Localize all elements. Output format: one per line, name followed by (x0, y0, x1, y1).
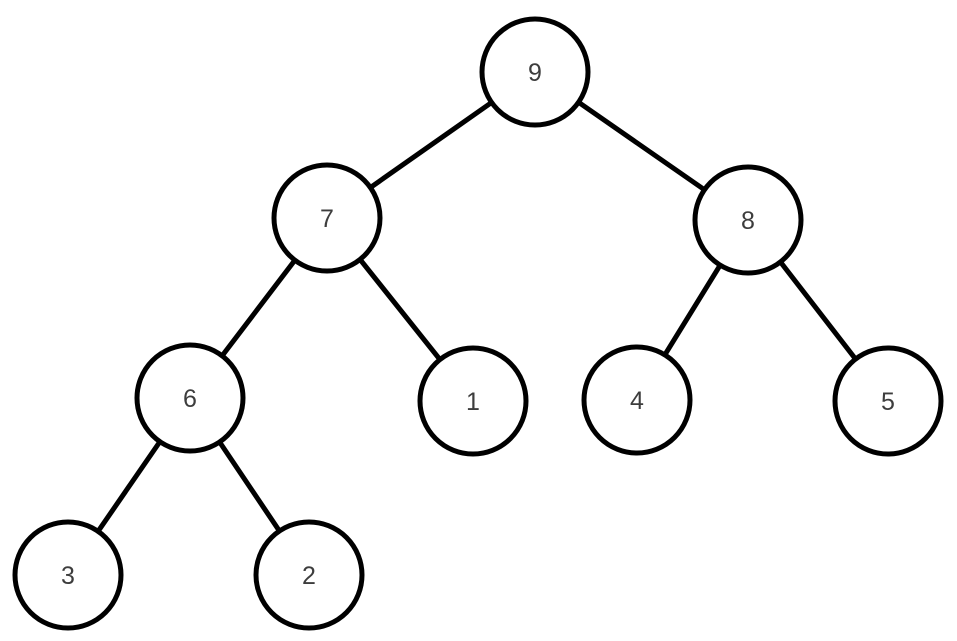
tree-node-circle-4 (581, 344, 693, 456)
tree-node-5: 5 (832, 345, 944, 457)
tree-node-label-5: 5 (881, 388, 895, 416)
tree-node-label-4: 4 (630, 387, 644, 415)
tree-node-8: 8 (692, 164, 804, 276)
tree-node-circle-7 (271, 162, 383, 274)
tree-node-circle-8 (692, 164, 804, 276)
tree-node-circle-5 (832, 345, 944, 457)
tree-node-label-3: 3 (61, 562, 75, 590)
tree-node-circle-6 (134, 342, 246, 454)
tree-node-3: 3 (12, 519, 124, 631)
tree-node-label-2: 2 (302, 562, 316, 590)
tree-node-1: 1 (417, 345, 529, 457)
tree-node-label-8: 8 (741, 207, 755, 235)
tree-node-7: 7 (271, 162, 383, 274)
tree-node-label-7: 7 (320, 205, 334, 233)
tree-node-2: 2 (253, 519, 365, 631)
tree-node-circle-2 (253, 519, 365, 631)
tree-node-9: 9 (479, 16, 591, 128)
tree-node-label-6: 6 (183, 385, 197, 413)
tree-node-circle-1 (417, 345, 529, 457)
tree-node-circle-9 (479, 16, 591, 128)
tree-node-4: 4 (581, 344, 693, 456)
tree-node-6: 6 (134, 342, 246, 454)
tree-node-label-1: 1 (466, 388, 480, 416)
tree-node-label-9: 9 (528, 59, 542, 87)
tree-node-circle-3 (12, 519, 124, 631)
